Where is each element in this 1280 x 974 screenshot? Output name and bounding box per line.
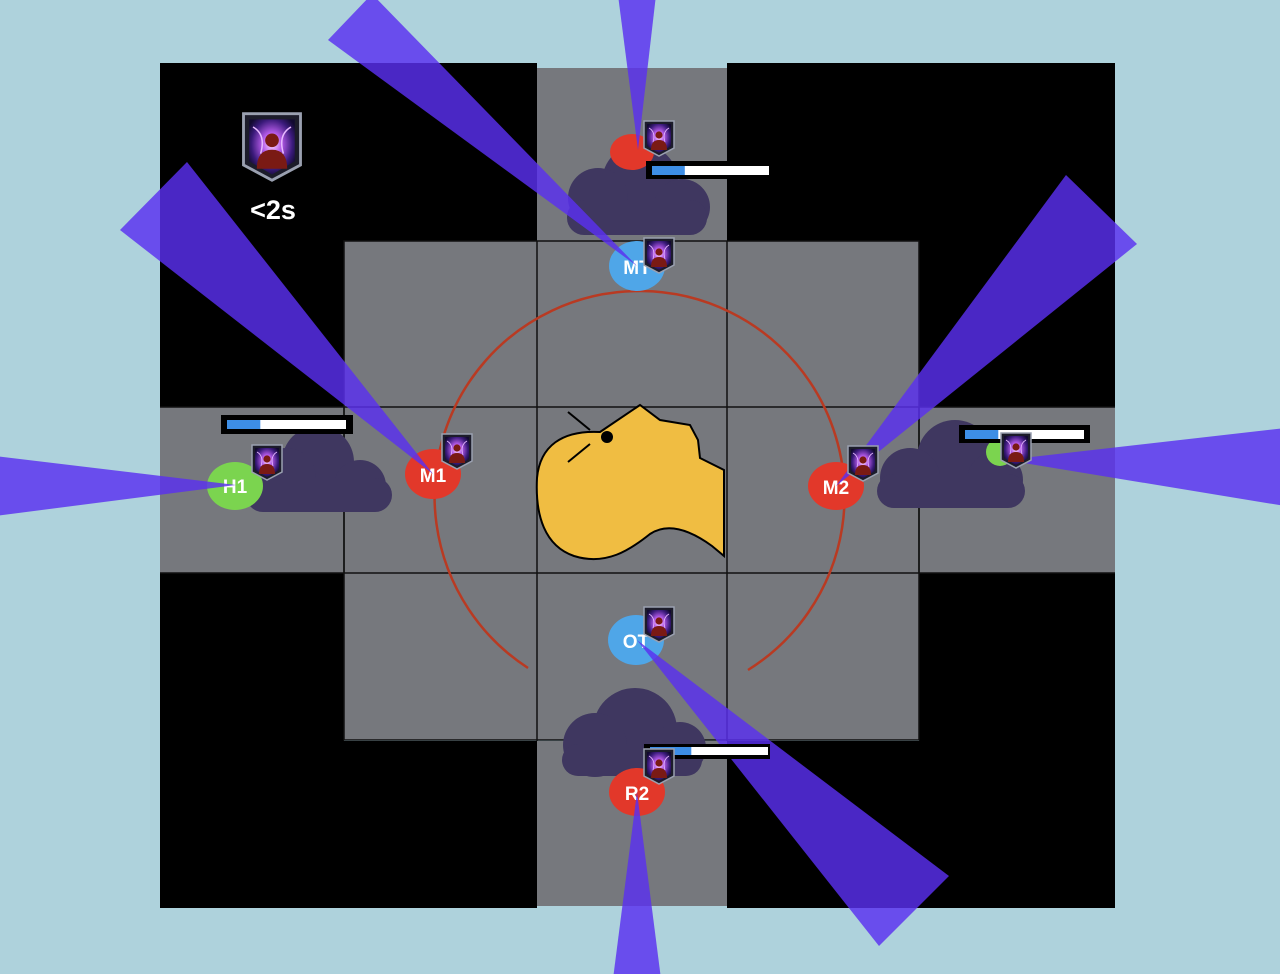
player-label-M1: M1: [420, 466, 447, 487]
debuff-purple-hand-aura-icon: [1000, 432, 1032, 469]
cast-bar-fill: [965, 430, 999, 439]
cast-bar-north: [646, 161, 772, 179]
cone-aoe-east: [1005, 428, 1280, 506]
buff-legend: <2s: [242, 112, 302, 225]
player-label-OT: OT: [623, 632, 650, 653]
player-label-M2: M2: [823, 478, 849, 499]
cone-aoe-north-narrow: [618, 0, 656, 150]
cloud-puddle-west: [246, 426, 392, 512]
debuff-purple-hand-aura-icon: [441, 433, 473, 470]
debuff-purple-hand-aura-icon: [643, 748, 675, 785]
buff-timer-text: <2s: [250, 195, 296, 225]
cone-aoe-west: [0, 456, 236, 516]
cast-bar-west: [221, 415, 353, 434]
cast-bar-fill: [227, 420, 261, 429]
cone-aoe-north: [328, 0, 637, 266]
cloud-puddle-east: [877, 420, 1025, 508]
debuff-purple-hand-aura-icon: [643, 120, 675, 157]
cone-aoe-southeast: [637, 640, 949, 946]
boss-range-ring: [433, 289, 846, 672]
debuff-purple-hand-aura-icon: [643, 237, 675, 274]
cone-aoe-northwest: [120, 162, 433, 474]
player-label-H1: H1: [223, 477, 248, 498]
purple-hand-aura-icon: [242, 112, 302, 182]
player-R1[interactable]: [610, 134, 654, 170]
debuff-purple-hand-aura-icon: [847, 445, 879, 482]
player-H1[interactable]: H1: [207, 462, 263, 510]
debuff-purple-hand-aura-icon: [643, 606, 675, 643]
debuff-purple-hand-aura-icon: [251, 444, 283, 481]
boss-head-silhouette-icon: [535, 403, 725, 561]
cone-aoe-northeast: [836, 175, 1137, 486]
cast-bar-fill: [652, 166, 685, 175]
cone-aoe-south: [613, 792, 661, 974]
